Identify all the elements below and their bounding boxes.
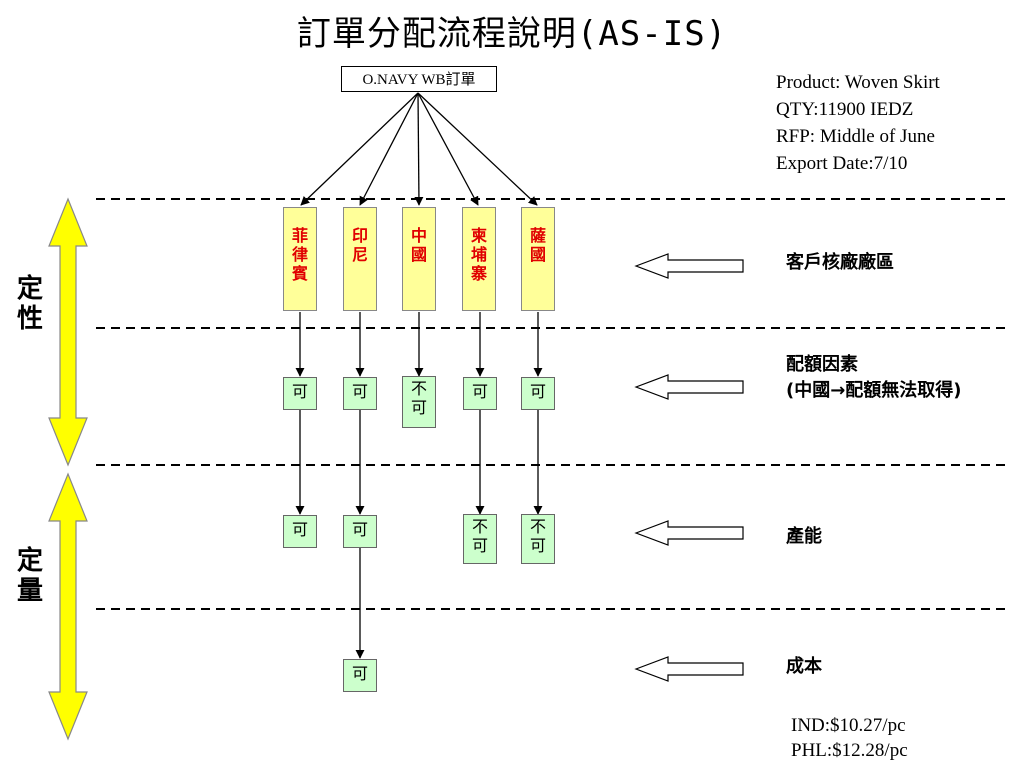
capacity-result: 不可	[521, 514, 555, 564]
quota-result: 不可	[402, 376, 436, 428]
stage-pointer-arrows	[634, 253, 744, 682]
quantitative-double-arrow	[48, 472, 88, 741]
cost-result: 可	[343, 659, 377, 692]
country-box-el-salvador: 薩國	[521, 207, 555, 311]
stage-pointer-arrow	[634, 374, 744, 400]
country-box-cambodia: 柬埔寨	[462, 207, 496, 311]
stage-dividers	[96, 198, 1010, 610]
stage-pointer-arrow	[634, 253, 744, 279]
stage-label-capacity: 產能	[786, 526, 822, 547]
country-box-indonesia: 印尼	[343, 207, 377, 311]
stage-label-quota: 配額因素 (中國→配額無法取得)	[786, 354, 962, 401]
quota-result: 可	[463, 377, 497, 410]
product-info-line: Export Date:7/10	[776, 153, 908, 174]
price-line: IND:$10.27/pc	[791, 715, 906, 736]
side-label-quantitative: 定量	[16, 546, 43, 606]
stage-label-customer-approval: 客戶核廠廠區	[786, 252, 894, 273]
source-arrows	[300, 92, 538, 206]
quota-result: 可	[343, 377, 377, 410]
quota-result: 可	[521, 377, 555, 410]
product-info-line: QTY:11900 IEDZ	[776, 99, 914, 120]
country-box-philippines: 菲律賓	[283, 207, 317, 311]
capacity-result: 不可	[463, 514, 497, 564]
stage-label-cost: 成本	[786, 656, 822, 677]
side-label-qualitative: 定性	[16, 274, 43, 334]
page-title: 訂單分配流程說明(AS-IS)	[296, 14, 728, 54]
price-line: PHL:$12.28/pc	[791, 740, 908, 761]
capacity-result: 可	[343, 515, 377, 548]
flow-arrows	[295, 312, 543, 659]
product-info-line: Product: Woven Skirt	[776, 72, 940, 93]
country-box-china: 中國	[402, 207, 436, 311]
product-info-line: RFP: Middle of June	[776, 126, 935, 147]
stage-pointer-arrow	[634, 520, 744, 546]
qualitative-double-arrow	[48, 197, 88, 467]
capacity-result: 可	[283, 515, 317, 548]
stage-pointer-arrow	[634, 656, 744, 682]
source-order-box: O.NAVY WB訂單	[341, 66, 497, 92]
quota-result: 可	[283, 377, 317, 410]
